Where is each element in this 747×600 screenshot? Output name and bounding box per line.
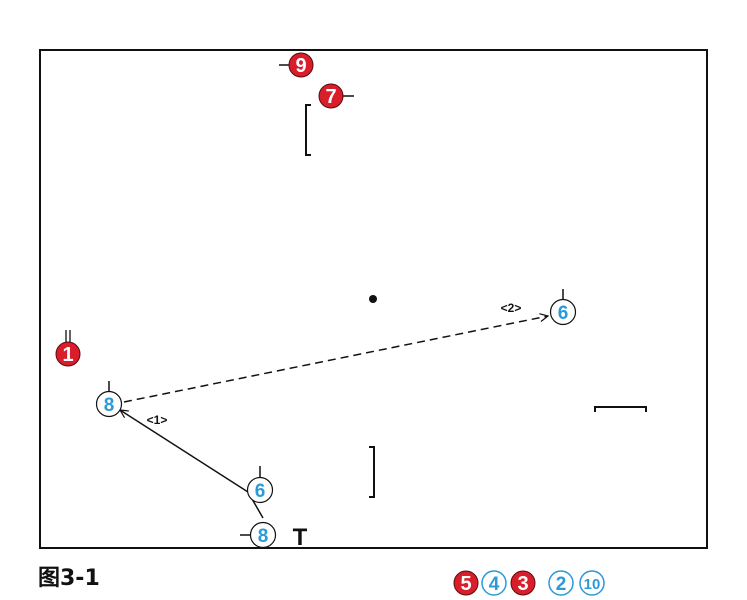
coach-marker: T [293,524,308,551]
blue-player-8-left-number: 8 [104,395,115,416]
blue-player-8-bottom-number: 8 [258,526,269,547]
blue-player-6-bottom: 6 [246,466,274,504]
substitute-blue-2-number: 2 [556,574,567,595]
substitute-blue-2: 2 [548,570,574,596]
substitute-blue-4: 4 [481,570,507,596]
pass-label-1: <1> [147,413,168,427]
red-player-7: 7 [318,83,354,109]
center-spot [369,295,377,303]
red-player-7-number: 7 [325,86,336,108]
red-player-9: 9 [279,52,314,78]
substitute-blue-4-number: 4 [489,574,500,595]
blue-player-6-bottom-number: 6 [255,481,266,502]
goal-marker-bottom [369,446,375,498]
figure-caption: 图3-1 [38,566,100,591]
red-player-9-number: 9 [295,55,306,77]
blue-player-6-right: 6 [549,289,577,326]
pass-line-1 [120,410,264,519]
substitute-red-3: 3 [510,570,536,596]
blue-player-8-bottom: 8 [240,521,277,549]
goal-marker-top [305,104,311,156]
goal-marker-right [594,406,647,412]
court-boundary [39,49,708,549]
pass-line-2 [123,316,548,403]
red-player-1-number: 1 [62,344,73,366]
substitute-red-5-number: 5 [460,573,471,595]
blue-player-6-right-number: 6 [558,303,569,324]
substitute-blue-10: 10 [579,570,605,596]
pass-label-2: <2> [501,301,522,315]
red-player-1: 1 [55,330,81,367]
substitute-blue-10-number: 10 [584,576,601,593]
substitute-red-3-number: 3 [517,573,528,595]
blue-player-8-left: 8 [95,381,123,418]
substitute-red-5: 5 [453,570,479,596]
